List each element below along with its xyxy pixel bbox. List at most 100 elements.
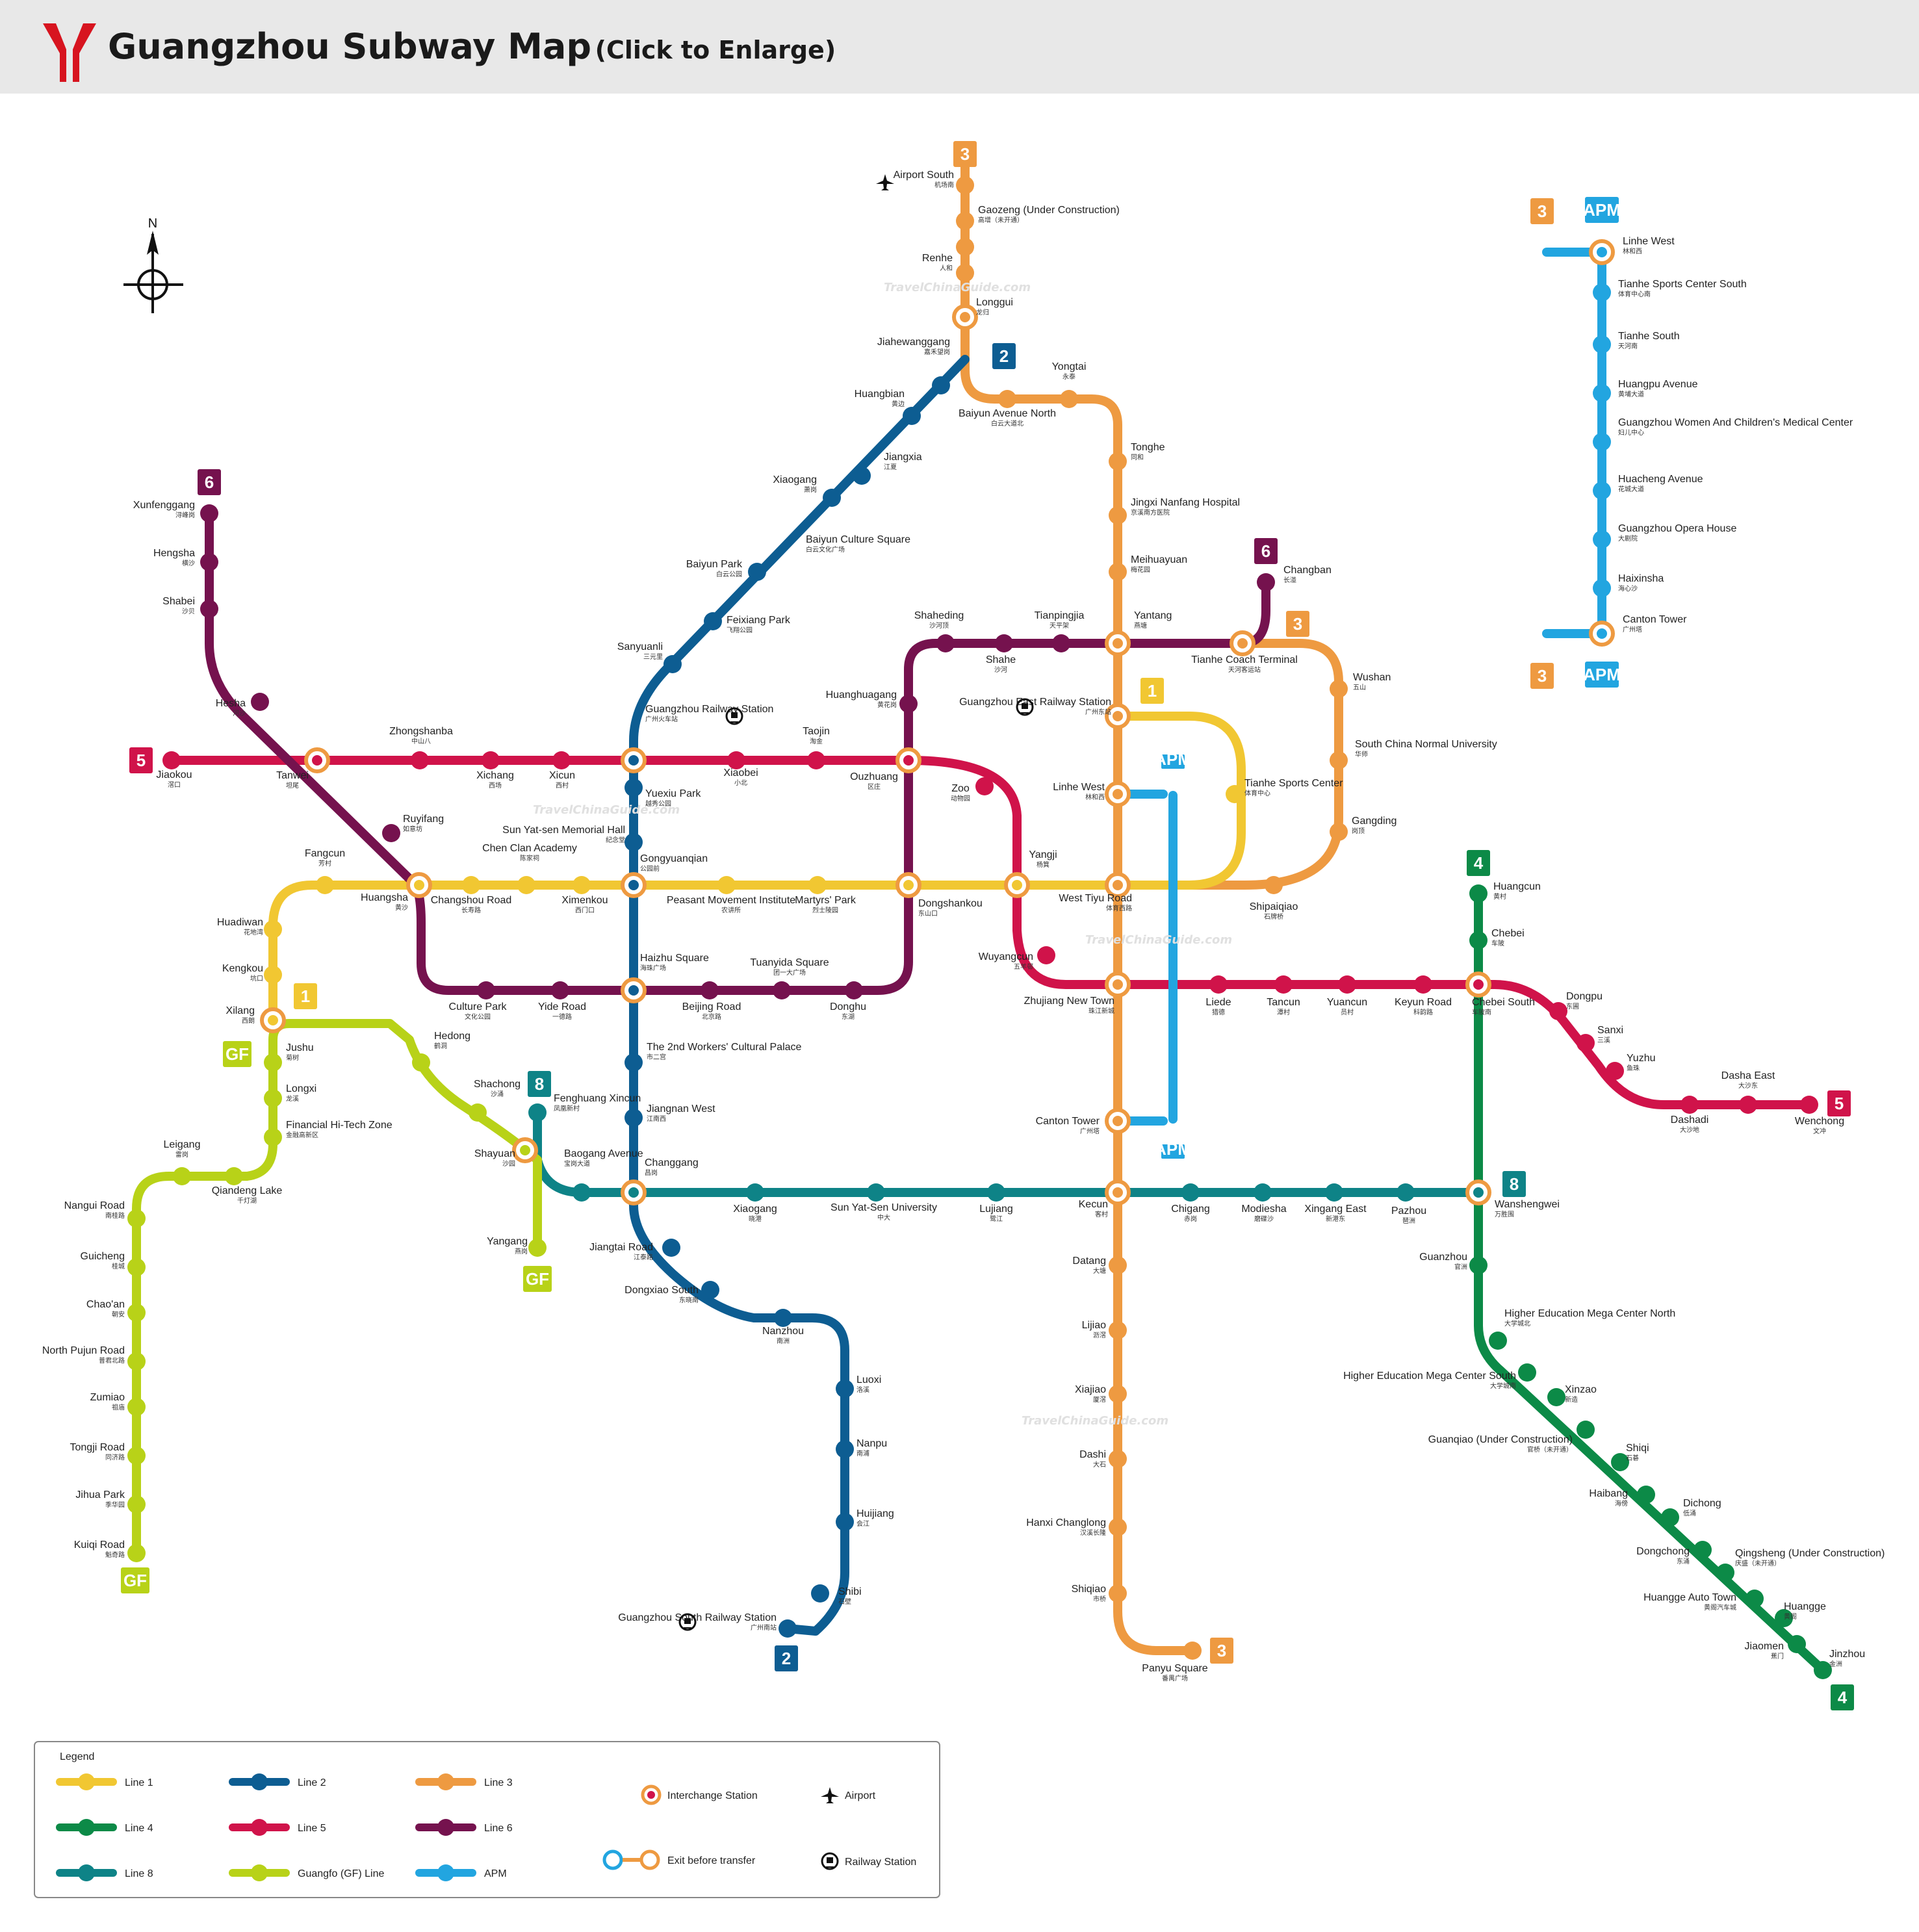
stop-chenclan[interactable] [517, 876, 535, 894]
line-badge-l2[interactable] [775, 1645, 798, 1671]
stop-ximenkou[interactable] [573, 876, 591, 894]
stop-nanpu[interactable] [836, 1440, 854, 1458]
line-badge-l6[interactable] [198, 469, 221, 495]
line-badge-l3[interactable] [1530, 198, 1554, 224]
stop-dongpu[interactable] [1549, 1002, 1567, 1020]
page-title[interactable]: Guangzhou Subway Map (Click to Enlarge) [108, 26, 836, 67]
stop-xiaobei[interactable] [727, 751, 745, 769]
stop-keyun[interactable] [1414, 975, 1432, 994]
stop-donghu[interactable] [845, 981, 863, 999]
line-badge-l3[interactable] [1286, 611, 1309, 637]
stop-hemc_s[interactable] [1518, 1363, 1536, 1382]
stop-tonghe[interactable] [1109, 452, 1127, 470]
stop-tongji[interactable] [127, 1447, 146, 1465]
stop-chigang[interactable] [1181, 1183, 1200, 1202]
stop-shibi[interactable] [811, 1584, 829, 1603]
line-badge-l5[interactable] [1827, 1090, 1851, 1116]
stop-huadiwan[interactable] [264, 920, 282, 938]
stop-lujiang[interactable] [987, 1183, 1005, 1202]
stop-tianhe_sports[interactable] [1226, 785, 1244, 803]
stop-peasant[interactable] [717, 876, 736, 894]
stop-dongchong[interactable] [1694, 1541, 1712, 1559]
stop-changban[interactable] [1257, 573, 1275, 591]
stop-apm_huacheng[interactable] [1593, 482, 1611, 500]
stop-yongtai[interactable] [1060, 390, 1078, 408]
stop-jihua[interactable] [127, 1495, 146, 1513]
stop-baiyun_culture[interactable] [823, 489, 841, 507]
stop-shabei[interactable] [200, 600, 218, 618]
stop-xicun[interactable] [552, 751, 571, 769]
stop-airport_south[interactable] [956, 176, 974, 194]
line-badge-gf[interactable] [523, 1266, 552, 1292]
stop-martyrs[interactable] [808, 876, 827, 894]
stop-dasha_east[interactable] [1739, 1096, 1757, 1114]
stop-yuexiu_park[interactable] [625, 779, 643, 797]
stop-fangcun[interactable] [316, 876, 334, 894]
stop-shaheding[interactable] [936, 634, 955, 652]
stop-hemc_n[interactable] [1489, 1332, 1507, 1350]
line-badge-l3[interactable] [1530, 663, 1554, 689]
stop-hanxi[interactable] [1109, 1518, 1127, 1536]
stop-wenchong[interactable] [1800, 1096, 1818, 1114]
stop-shiqiao[interactable] [1109, 1584, 1127, 1603]
stop-luoxi[interactable] [836, 1380, 854, 1398]
stop-yuancun[interactable] [1338, 975, 1356, 994]
stop-shachong[interactable] [469, 1103, 487, 1122]
stop-changshou[interactable] [462, 876, 480, 894]
stop-hedong[interactable] [412, 1053, 430, 1072]
line-badge-gf[interactable] [223, 1041, 251, 1067]
line-badge-l8[interactable] [528, 1071, 551, 1097]
stop-apm_women[interactable] [1593, 433, 1611, 451]
stop-xichang[interactable] [482, 751, 500, 769]
stop-financial[interactable] [264, 1128, 282, 1146]
line-badge-apm-small[interactable] [1161, 754, 1185, 769]
stop-pujun[interactable] [127, 1352, 146, 1371]
stop-baogang[interactable] [573, 1183, 591, 1202]
line-badge-l4[interactable] [1831, 1684, 1854, 1710]
stop-scnu[interactable] [1330, 751, 1348, 769]
stop-jiaomen[interactable] [1788, 1635, 1806, 1653]
stop-lijiao[interactable] [1109, 1321, 1127, 1339]
line-badge-l1[interactable] [294, 983, 317, 1009]
stop-meihuayuan[interactable] [1109, 563, 1127, 581]
stop-culture_park[interactable] [477, 981, 495, 999]
stop-sysu[interactable] [867, 1183, 885, 1202]
stop-renhe[interactable] [956, 238, 974, 256]
stop-baiyun_ave_n[interactable] [998, 390, 1016, 408]
stop-xinzao[interactable] [1547, 1388, 1565, 1406]
line-badge-l3[interactable] [953, 141, 977, 167]
stop-sun_memorial[interactable] [625, 833, 643, 851]
line-badge-l5[interactable] [129, 747, 153, 773]
stop-ruyifang[interactable] [382, 824, 400, 842]
stop-wushan[interactable] [1330, 680, 1348, 698]
stop-chaoan[interactable] [127, 1304, 146, 1322]
stop-wuyangcun[interactable] [1037, 946, 1055, 964]
stop-shiqi[interactable] [1611, 1453, 1629, 1471]
stop-yuzhu[interactable] [1606, 1062, 1624, 1080]
line-badge-l1[interactable] [1140, 678, 1164, 704]
stop-xingang_east[interactable] [1325, 1183, 1343, 1202]
line-badge-apm-small[interactable] [1161, 1144, 1185, 1159]
stop-apm_tscs[interactable] [1593, 283, 1611, 302]
stop-nanzhou[interactable] [774, 1309, 792, 1327]
stop-longxi[interactable] [264, 1089, 282, 1107]
stop-huangbian[interactable] [932, 376, 950, 394]
stop-fenghuang[interactable] [528, 1103, 547, 1122]
stop-yide[interactable] [551, 981, 569, 999]
stop-datang[interactable] [1109, 1256, 1127, 1274]
stop-zumiao[interactable] [127, 1398, 146, 1416]
line-badge-l8[interactable] [1502, 1171, 1526, 1197]
stop-shahe[interactable] [995, 634, 1013, 652]
stop-taojin[interactable] [807, 751, 825, 769]
stop-jiangtai[interactable] [662, 1239, 680, 1257]
stop-huanghuagang[interactable] [899, 695, 918, 713]
stop-shipaiqiao[interactable] [1265, 876, 1283, 894]
stop-apm_haixinsha[interactable] [1593, 579, 1611, 597]
stop-panyu[interactable] [1183, 1642, 1202, 1660]
stop-jushu[interactable] [264, 1053, 282, 1072]
stop-jiangxia[interactable] [903, 407, 921, 425]
stop-jinzhou[interactable] [1814, 1661, 1832, 1679]
line-badge-gf[interactable] [121, 1567, 149, 1593]
line-badge-l6[interactable] [1254, 538, 1278, 564]
stop-chebei[interactable] [1469, 931, 1488, 949]
